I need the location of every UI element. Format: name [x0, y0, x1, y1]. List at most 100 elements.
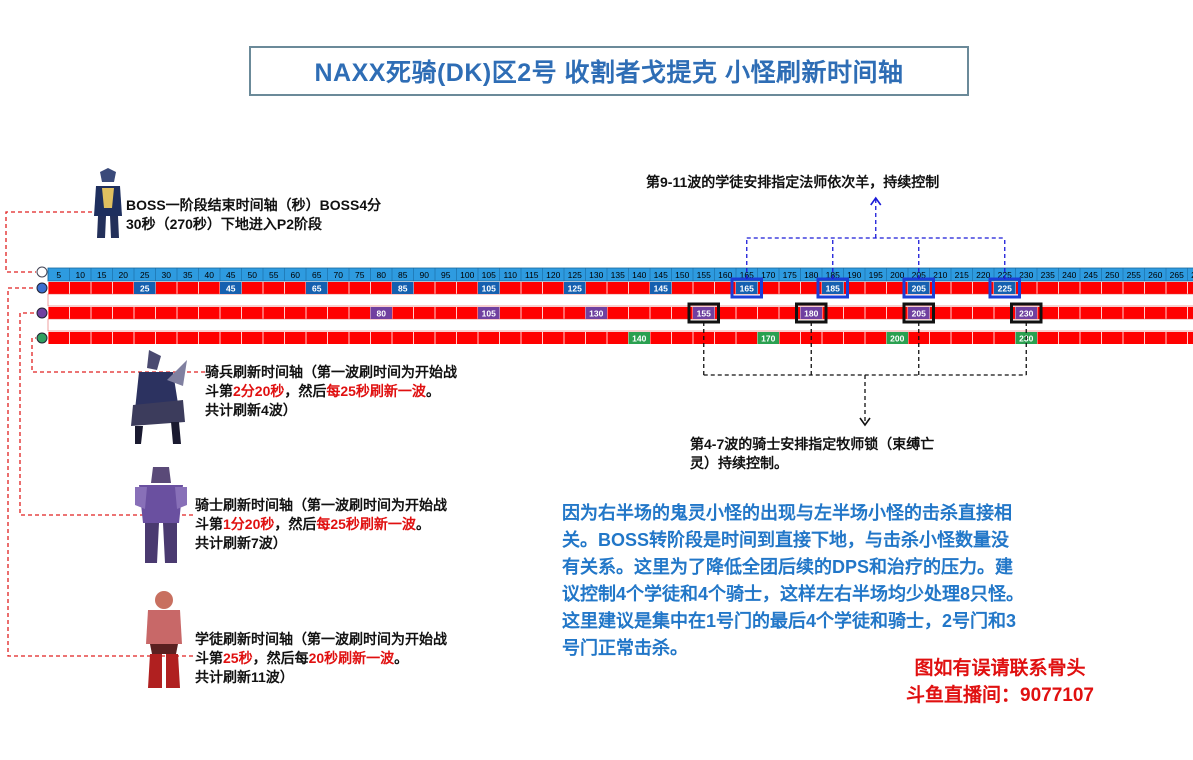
- spawn-cell: [908, 282, 930, 294]
- spawn-cell: [908, 307, 930, 319]
- spawn-time-label: 180: [804, 309, 818, 319]
- arrow-head: [859, 417, 871, 427]
- axis-tick-label: 80: [377, 270, 387, 280]
- boss-note-line-2: 30秒（270秒）下地进入P2阶段: [126, 216, 323, 232]
- axis-tick-label: 100: [460, 270, 474, 280]
- student-note-text: 斗第: [195, 650, 223, 666]
- contact-line-1: 图如有误请联系骨头: [914, 658, 1086, 679]
- student-note: 学徒刷新时间轴（第一波刷时间为开始战 斗第25秒，然后每20秒刷新一波。 共计刷…: [195, 630, 447, 687]
- spawn-time-label: 80: [377, 309, 387, 319]
- knight-interval: 每25秒刷新一波: [316, 516, 416, 532]
- rider-note-text: ，然后: [284, 383, 327, 399]
- axis-tick-label: 5: [56, 270, 61, 280]
- rider-note-text: 斗第: [205, 383, 233, 399]
- spawn-time-label: 105: [482, 284, 496, 294]
- spawn-cell: [886, 332, 908, 344]
- knight-portrait-icon: [135, 467, 187, 563]
- spawn-time-label: 45: [226, 284, 236, 294]
- axis-tick-label: 150: [675, 270, 689, 280]
- rider-note-line-2: 斗第2分20秒，然后每25秒刷新一波。: [205, 382, 457, 401]
- axis-tick-label: 190: [847, 270, 861, 280]
- spawn-cell: [564, 282, 586, 294]
- rider-note: 骑兵刷新时间轴（第一波刷时间为开始战 斗第2分20秒，然后每25秒刷新一波。 共…: [205, 363, 457, 420]
- axis-tick-label: 105: [482, 270, 496, 280]
- axis-tick-label: 70: [334, 270, 344, 280]
- spawn-cell: [1015, 307, 1037, 319]
- axis-tick-label: 170: [761, 270, 775, 280]
- page-title: NAXX死骑(DK)区2号 收割者戈提克 小怪刷新时间轴: [249, 46, 969, 96]
- spawn-cell: [370, 307, 392, 319]
- axis-tick-label: 255: [1127, 270, 1141, 280]
- knight-note-text: ，然后: [274, 516, 317, 532]
- axis-tick-label: 95: [441, 270, 451, 280]
- axis-tick-label: 230: [1019, 270, 1033, 280]
- summary-line: 有关系。这里为了降低全团后续的DPS和治疗的压力。建: [562, 557, 1014, 577]
- boss-phase-note: BOSS一阶段结束时间轴（秒）BOSS4分 30秒（270秒）下地进入P2阶段: [126, 196, 381, 234]
- spawn-cell: [822, 282, 844, 294]
- axis-tick-label: 40: [205, 270, 215, 280]
- spawn-time-label: 130: [589, 309, 603, 319]
- axis-tick-label: 140: [632, 270, 646, 280]
- axis-tick-label: 115: [525, 270, 539, 280]
- rider-interval: 每25秒刷新一波: [326, 383, 426, 399]
- axis-tick-label: 120: [546, 270, 560, 280]
- axis-tick-label: 155: [697, 270, 711, 280]
- spawn-time-label: 140: [632, 334, 646, 344]
- axis-tick-label: 260: [1148, 270, 1162, 280]
- knight-first-spawn: 1分20秒: [223, 516, 275, 532]
- spawn-cell: [628, 332, 650, 344]
- spawn-time-label: 170: [761, 334, 775, 344]
- axis-tick-label: 25: [140, 270, 150, 280]
- contact-line-2: 斗鱼直播间：9077107: [906, 685, 1094, 706]
- axis-tick-label: 20: [119, 270, 129, 280]
- spawn-cell: [800, 307, 822, 319]
- summary-line: 因为右半场的鬼灵小怪的出现与左半场小怪的击杀直接相: [562, 503, 1012, 523]
- axis-tick-label: 240: [1062, 270, 1076, 280]
- spawn-time-label: 145: [654, 284, 668, 294]
- axis-tick-label: 110: [503, 270, 517, 280]
- axis-tick-label: 125: [568, 270, 582, 280]
- priest-control-note: 第4-7波的骑士安排指定牧师锁（束缚亡 灵）持续控制。: [690, 435, 934, 473]
- axis-tick-label: 215: [955, 270, 969, 280]
- spawn-row-bar: [48, 307, 1193, 319]
- axis-tick-label: 265: [1170, 270, 1184, 280]
- axis-tick-label: 245: [1084, 270, 1098, 280]
- purple-row-marker-icon: [36, 307, 48, 319]
- spawn-time-label: 155: [697, 309, 711, 319]
- axis-tick-label: 135: [611, 270, 625, 280]
- spawn-time-label: 205: [912, 284, 926, 294]
- green-row-marker-icon: [36, 332, 48, 344]
- axis-tick-label: 65: [312, 270, 322, 280]
- spawn-time-label: 185: [826, 284, 840, 294]
- knight-note: 骑士刷新时间轴（第一波刷时间为开始战 斗第1分20秒，然后每25秒刷新一波。 共…: [195, 496, 447, 553]
- boss-note-line-1: BOSS一阶段结束时间轴（秒）BOSS4分: [126, 197, 382, 213]
- spawn-time-label: 25: [140, 284, 150, 294]
- axis-tick-label: 50: [248, 270, 258, 280]
- knight-note-text: 。: [415, 516, 430, 532]
- mage-control-note: 第9-11波的学徒安排指定法师依次羊，持续控制: [646, 174, 940, 190]
- axis-tick-label: 180: [804, 270, 818, 280]
- note-leader-line: [5, 211, 92, 273]
- spawn-cell: [736, 282, 758, 294]
- student-first-spawn: 25秒: [223, 650, 253, 666]
- knight-note-line-2: 斗第1分20秒，然后每25秒刷新一波。: [195, 515, 447, 534]
- white-row-marker-icon: [36, 266, 48, 278]
- summary-line: 这里建议是集中在1号门的最后4个学徒和骑士，2号门和3: [562, 611, 1017, 631]
- spawn-cell: [757, 332, 779, 344]
- blue-row-marker-icon: [36, 282, 48, 294]
- note-leader-line: [7, 287, 193, 657]
- axis-tick-label: 35: [183, 270, 193, 280]
- student-note-line-1: 学徒刷新时间轴（第一波刷时间为开始战: [195, 631, 447, 647]
- spawn-cell: [478, 307, 500, 319]
- axis-tick-label: 55: [269, 270, 279, 280]
- rider-note-text: 。: [425, 383, 440, 399]
- axis-tick-label: 145: [654, 270, 668, 280]
- priest-note-line-1: 第4-7波的骑士安排指定牧师锁（束缚亡: [690, 436, 935, 452]
- student-note-line-3: 共计刷新11波）: [195, 669, 294, 685]
- spawn-cell: [134, 282, 156, 294]
- spawn-row-bar: [48, 282, 1193, 294]
- axis-tick-label: 30: [162, 270, 172, 280]
- contact-info: 图如有误请联系骨头 斗鱼直播间：9077107: [870, 655, 1130, 709]
- knight-note-line-1: 骑士刷新时间轴（第一波刷时间为开始战: [195, 497, 447, 513]
- student-note-text: 。: [394, 650, 409, 666]
